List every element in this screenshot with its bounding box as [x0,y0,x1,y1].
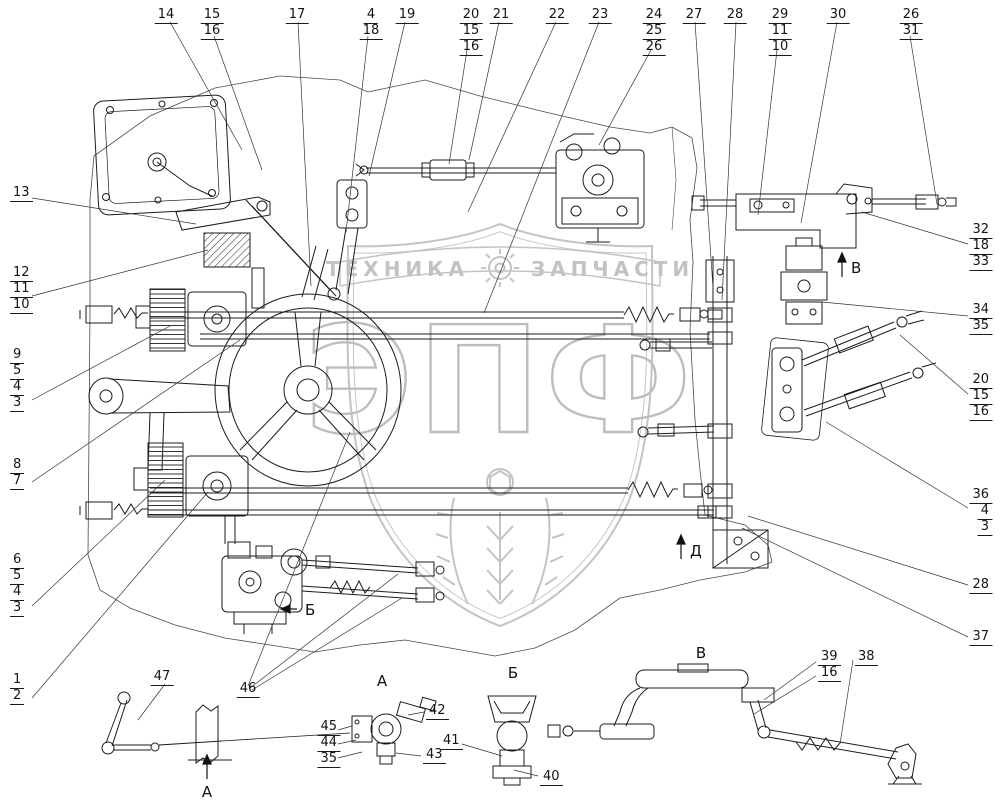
detail-label-a: А [377,672,388,690]
view-arrow-label-a: А [202,783,213,801]
detail-label-v: В [696,644,706,662]
valve-control-rods [301,555,445,603]
governor-assembly [555,133,645,243]
gear-icon [481,249,519,287]
adjusting-rod [355,159,556,181]
leader-lines [31,21,969,777]
detail-label-b: Б [508,664,518,682]
right-mount-channel [705,256,769,569]
control-rod-cross [637,423,715,438]
detail-b-valve [487,695,537,786]
view-arrow-d-icon [676,533,686,559]
control-rod-mid [639,338,712,352]
pedal-linkage [175,196,341,309]
watermark-shield [346,222,654,628]
control-rod-lower [79,480,717,520]
view-arrow-b-icon [279,604,297,614]
view-arrow-v-icon [837,251,847,277]
control-rod-upper [79,305,723,340]
flex-boot-lower [133,442,249,544]
top-right-bracket [691,183,957,249]
bolt-icon [486,468,514,497]
watermark-text-right: ЗАПЧАСТИ [531,257,694,281]
wheat-decoration [435,497,565,605]
view-arrows [202,251,847,779]
view-arrow-a-icon [202,753,212,779]
view-arrow-label-d: Д [690,542,702,560]
watermark-logo: ЭПФ [304,295,695,467]
left-support-arm [88,377,231,471]
right-lever-assembly [761,310,937,441]
detail-v-linkage [547,663,922,785]
flex-boot-upper [135,288,247,352]
watermark-text-left: ТЕХНИКА [326,257,469,281]
detail-a-valve [351,696,437,765]
view-arrow-label-b: Б [305,601,315,619]
transmission-housing [93,94,231,216]
watermark: ТЕХНИКА ЗАПЧАСТИ ЭПФ [303,222,695,628]
pedal-lever-detail [101,691,351,764]
right-valve-stack [780,237,828,325]
brake-valve-assembly [221,541,308,634]
steering-wheel [214,245,402,487]
view-arrow-label-v: В [851,259,861,277]
